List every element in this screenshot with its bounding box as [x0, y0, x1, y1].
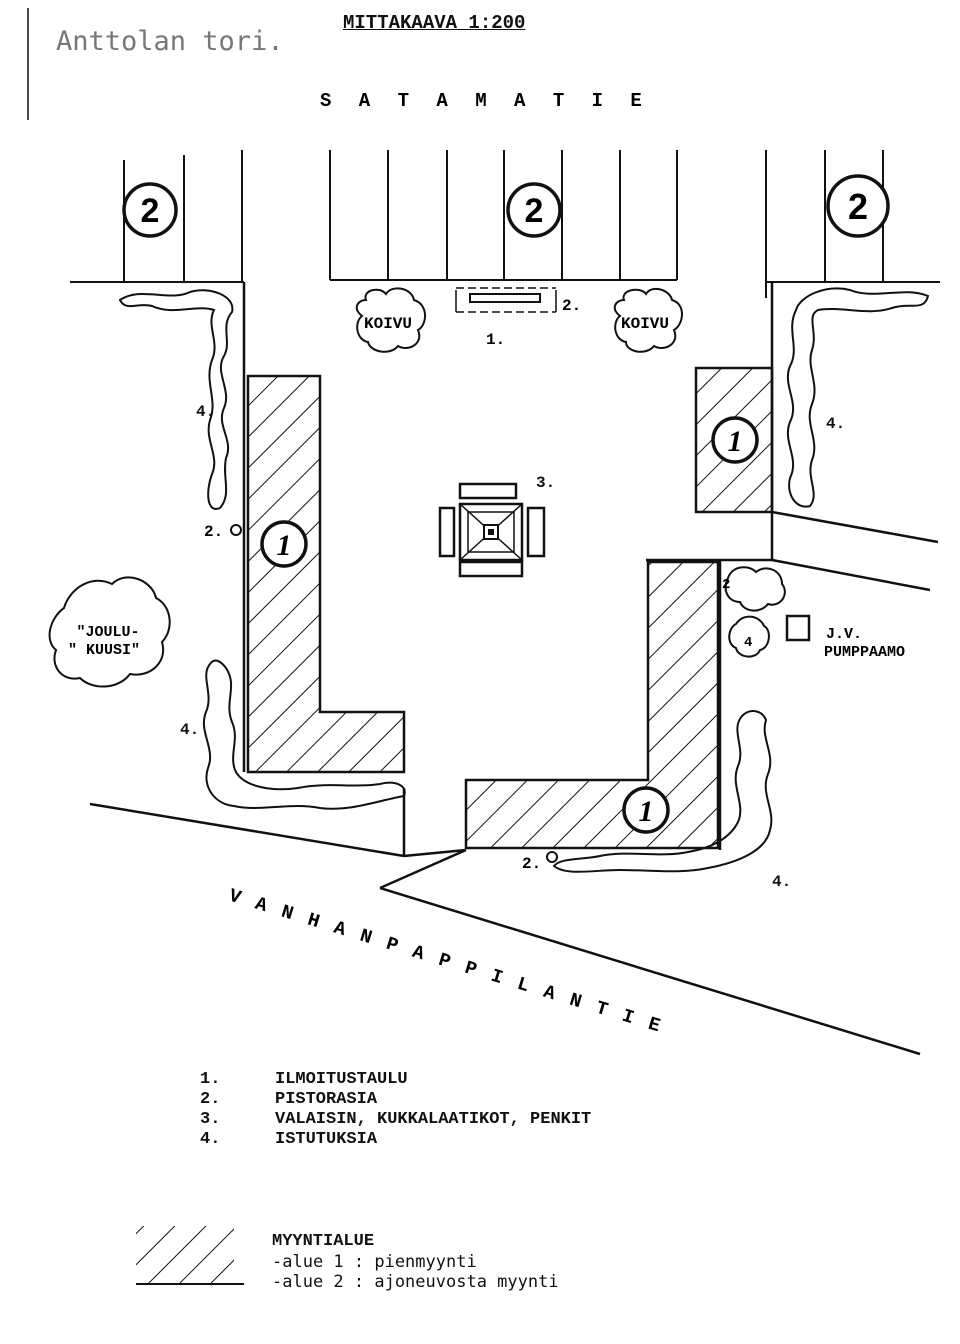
planting-left-bottom: 4. — [180, 659, 406, 810]
svg-text:"JOULU-: "JOULU- — [76, 624, 139, 641]
zone1-area-right — [464, 560, 720, 850]
legend-item: 1.ILMOITUSTAULU — [200, 1070, 408, 1089]
bush-near-pump: 2 4 — [722, 566, 786, 658]
key-heading: MYYNTIALUE — [272, 1232, 375, 1251]
socket-bottom: 2. — [522, 851, 558, 873]
road-name-north: S A T A M A T I E — [320, 90, 650, 112]
svg-text:1: 1 — [728, 425, 743, 458]
svg-text:2: 2 — [525, 192, 544, 230]
svg-text:2.: 2. — [562, 297, 581, 315]
pump-house: J.V. PUMPPAAMO — [785, 614, 905, 661]
birch-tree-right: KOIVU — [613, 287, 683, 353]
zone2-marker-right: 2 — [826, 174, 890, 238]
legend-list: 1.ILMOITUSTAULU 2.PISTORASIA 3.VALAISIN,… — [200, 1070, 591, 1150]
svg-text:4.: 4. — [196, 403, 215, 421]
central-lamp-group: 3. — [438, 474, 555, 578]
svg-text:" KUUSI": " KUUSI" — [68, 642, 140, 659]
svg-text:2: 2 — [141, 192, 160, 230]
zone2-marker-middle: 2 — [506, 182, 562, 238]
svg-text:4.: 4. — [180, 721, 199, 739]
zone2-middle-stalls — [329, 150, 678, 281]
map-title: Anttolan tori. — [56, 26, 284, 57]
svg-text:2: 2 — [722, 577, 730, 593]
road-name-south: VANHANPAPPILANTIE — [226, 885, 678, 1042]
zone1-area-left — [246, 374, 406, 774]
legend-item: 4.ISTUTUKSIA — [200, 1130, 378, 1149]
planting-right-bottom: 4. — [552, 710, 791, 891]
zone1-marker-bottom: 1 — [622, 786, 670, 834]
svg-text:PUMPPAAMO: PUMPPAAMO — [824, 644, 905, 661]
notice-board: 1. 2. — [455, 287, 581, 349]
svg-text:1.: 1. — [486, 331, 505, 349]
sales-area-key: MYYNTIALUE -alue 1 : pienmyynti -alue 2 … — [272, 1232, 559, 1292]
road-satamatie: S A T A M A T I E — [320, 90, 650, 112]
zone2-marker-left: 2 — [122, 182, 178, 238]
svg-text:1: 1 — [277, 529, 292, 562]
svg-text:2.: 2. — [522, 855, 541, 873]
christmas-tree: "JOULU- " KUUSI" — [48, 576, 171, 688]
svg-text:J.V.: J.V. — [826, 626, 862, 643]
svg-text:2.: 2. — [204, 523, 223, 541]
zone1-marker-top-right: 1 — [711, 416, 759, 464]
planting-left-top: 4. — [118, 289, 234, 510]
scale-label: MITTAKAAVA 1:200 — [343, 12, 526, 34]
svg-text:2: 2 — [848, 186, 868, 227]
zone1-marker-left: 1 — [260, 520, 308, 568]
key-area-2: -alue 2 : ajoneuvosta myynti — [272, 1272, 559, 1292]
key-area-1: -alue 1 : pienmyynti — [272, 1252, 477, 1272]
svg-text:3.: 3. — [536, 474, 555, 492]
svg-text:1: 1 — [639, 795, 654, 828]
svg-text:4: 4 — [744, 635, 752, 651]
zone2-left-stalls — [70, 150, 245, 298]
socket-left: 2. — [204, 523, 242, 541]
road-vanhanpappilantie — [89, 788, 921, 1056]
legend-item: 3.VALAISIN, KUKKALAATIKOT, PENKIT — [200, 1110, 592, 1129]
planting-right-top: 4. — [786, 287, 930, 508]
legend-hatch-swatch — [136, 1226, 234, 1284]
svg-text:4.: 4. — [826, 415, 845, 433]
legend-item: 2.PISTORASIA — [200, 1090, 378, 1109]
birch-tree-left: KOIVU — [355, 287, 426, 353]
svg-text:4.: 4. — [772, 873, 791, 891]
svg-text:KOIVU: KOIVU — [621, 315, 669, 333]
svg-text:KOIVU: KOIVU — [364, 315, 412, 333]
